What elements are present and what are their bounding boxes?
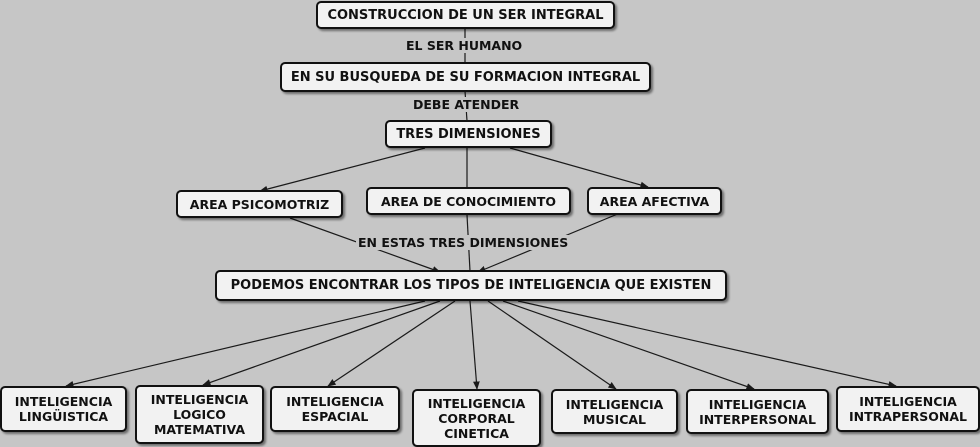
node-busqueda-formacion-integral[interactable]: EN SU BUSQUEDA DE SU FORMACION INTEGRAL — [280, 62, 651, 92]
link-label-en-estas-tres-dimensiones: EN ESTAS TRES DIMENSIONES — [356, 235, 571, 250]
connector-types-musical — [487, 300, 617, 390]
connector-types-interpersonal — [502, 300, 755, 390]
node-inteligencia-logico-matematica[interactable]: INTELIGENCIA LOGICO MATEMATIVA — [135, 385, 264, 444]
connector-dimensions-afectiva — [509, 147, 649, 189]
node-area-psicomotriz[interactable]: AREA PSICOMOTRIZ — [176, 190, 343, 218]
connector-types-espacial — [327, 300, 456, 387]
connector-types-intrapersonal — [517, 300, 897, 388]
connector-types-ling — [65, 300, 426, 388]
link-label-el-ser-humano: EL SER HUMANO — [404, 38, 525, 53]
node-tipos-de-inteligencia[interactable]: PODEMOS ENCONTRAR LOS TIPOS DE INTELIGEN… — [215, 270, 727, 301]
node-area-afectiva[interactable]: AREA AFECTIVA — [587, 187, 722, 215]
node-construccion-ser-integral[interactable]: CONSTRUCCION DE UN SER INTEGRAL — [316, 1, 615, 29]
connector-types-logico — [202, 300, 441, 386]
node-inteligencia-interpersonal[interactable]: INTELIGENCIA INTERPERSONAL — [686, 389, 829, 434]
node-inteligencia-linguistica[interactable]: INTELIGENCIA LINGÜISTICA — [0, 386, 127, 432]
connector-types-corporal — [469, 300, 480, 390]
node-inteligencia-espacial[interactable]: INTELIGENCIA ESPACIAL — [270, 386, 400, 432]
node-inteligencia-musical[interactable]: INTELIGENCIA MUSICAL — [551, 389, 678, 434]
connector-dimensions-psicomotriz — [259, 147, 426, 193]
link-label-debe-atender: DEBE ATENDER — [411, 97, 522, 112]
node-area-conocimiento[interactable]: AREA DE CONOCIMIENTO — [366, 187, 571, 215]
node-inteligencia-intrapersonal[interactable]: INTELIGENCIA INTRAPERSONAL — [836, 386, 980, 432]
node-tres-dimensiones[interactable]: TRES DIMENSIONES — [385, 120, 552, 148]
node-inteligencia-corporal-cinetica[interactable]: INTELIGENCIA CORPORAL CINETICA — [412, 389, 541, 447]
